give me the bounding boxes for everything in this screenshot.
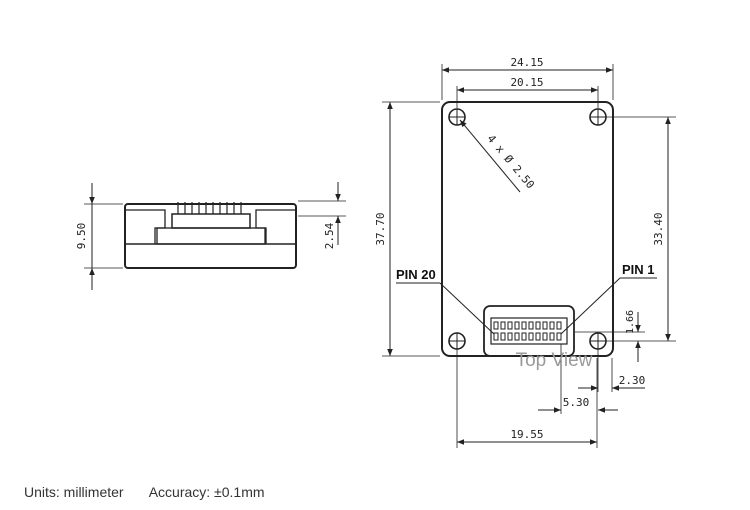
connector-width-dim: 5.30 <box>563 396 590 409</box>
side-view <box>84 182 346 290</box>
hole-span-dim: 19.55 <box>510 428 543 441</box>
top-height-hole-dim: 33.40 <box>652 212 665 245</box>
pin20-label: PIN 20 <box>396 267 436 282</box>
hole-callout-leader <box>459 119 521 193</box>
connector-pin-row-top <box>493 321 562 330</box>
units-note: Units: millimeter <box>24 484 124 500</box>
side-pitch-dim: 2.54 <box>323 222 336 249</box>
top-width-outer-dim: 24.15 <box>510 56 543 69</box>
side-view-connector <box>171 213 251 229</box>
top-view-connector <box>483 305 575 357</box>
top-width-hole-dim: 20.15 <box>510 76 543 89</box>
view-label: Top View <box>516 350 593 371</box>
side-height-dim: 9.50 <box>75 223 88 250</box>
pin1-leader <box>560 277 621 335</box>
connector-pin-row-bottom <box>493 332 562 341</box>
top-height-outer-dim: 37.70 <box>374 212 387 245</box>
side-view-pins <box>177 202 242 214</box>
side-view-body <box>124 203 297 269</box>
pin-offset-dim: 2.30 <box>619 374 646 387</box>
pin20-leader <box>439 282 495 335</box>
top-view <box>382 64 676 448</box>
footer-notes: Units: millimeter Accuracy: ±0.1mm <box>24 484 287 500</box>
connector-offset-dim: 1.66 <box>625 310 636 334</box>
hole-callout-text: 4 x Ø 2.50 <box>484 132 537 191</box>
accuracy-note: Accuracy: ±0.1mm <box>148 484 265 500</box>
pin1-label: PIN 1 <box>622 262 655 277</box>
